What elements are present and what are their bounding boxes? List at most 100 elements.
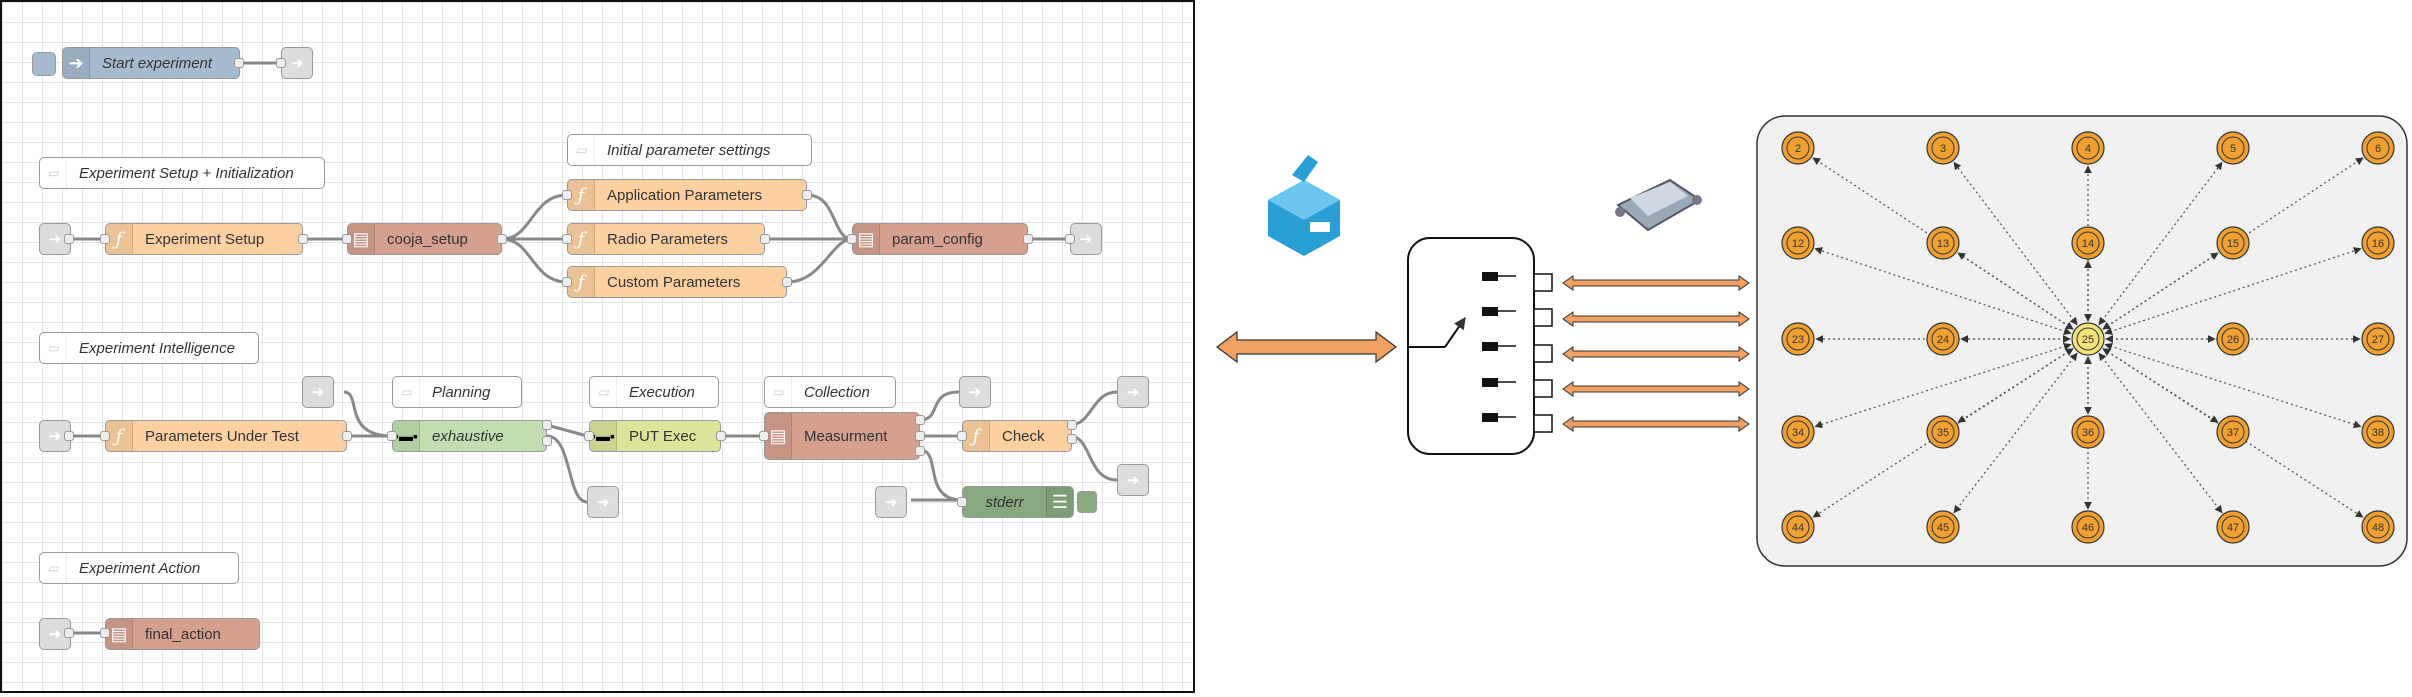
sensor-node-label: 4 — [2085, 143, 2091, 155]
output-port — [782, 277, 792, 287]
sensor-node-36[interactable]: 36 — [2071, 415, 2105, 449]
sensor-node-5[interactable]: 5 — [2216, 131, 2250, 165]
comment-execution[interactable]: ▭ Execution — [589, 376, 719, 408]
exhaustive-label: exhaustive — [432, 427, 504, 445]
comment-intelligence[interactable]: ▭ Experiment Intelligence — [39, 332, 259, 364]
final-action-node[interactable]: ▤ final_action — [105, 618, 260, 650]
comment-initial-params[interactable]: ▭ Initial parameter settings — [567, 134, 812, 166]
comment-icon: ▭ — [40, 333, 67, 363]
comment-action[interactable]: ▭ Experiment Action — [39, 552, 239, 584]
sensor-node-14[interactable]: 14 — [2071, 226, 2105, 260]
sensor-node-45[interactable]: 45 — [1926, 510, 1960, 544]
sensor-node-47[interactable]: 47 — [2216, 510, 2250, 544]
function-icon: ƒ — [963, 421, 990, 451]
sensor-node-24[interactable]: 24 — [1926, 322, 1960, 356]
put-exec-node[interactable]: ▪▬▪ PUT Exec — [589, 420, 721, 452]
template-icon: ▤ — [348, 224, 375, 254]
function-icon: ƒ — [568, 224, 595, 254]
sensor-node-4[interactable]: 4 — [2071, 131, 2105, 165]
measurment-node[interactable]: ▤ Measurment — [764, 412, 920, 460]
parameters-under-test-node[interactable]: ƒ Parameters Under Test — [105, 420, 347, 452]
sensor-node-27[interactable]: 27 — [2361, 322, 2395, 356]
link-out-icon[interactable]: ➔ — [959, 376, 991, 408]
sensor-node-46[interactable]: 46 — [2071, 510, 2105, 544]
function-icon: ƒ — [568, 180, 595, 210]
input-port — [562, 277, 572, 287]
exhaustive-node[interactable]: ▪▬▪ exhaustive — [392, 420, 547, 452]
input-port — [100, 628, 110, 638]
radio-parameters-node[interactable]: ƒ Radio Parameters — [567, 223, 765, 255]
cooja-setup-node[interactable]: ▤ cooja_setup — [347, 223, 502, 255]
template-icon: ▤ — [853, 224, 880, 254]
sensor-node-35[interactable]: 35 — [1926, 415, 1960, 449]
sensor-node-38[interactable]: 38 — [2361, 415, 2395, 449]
stderr-label: stderr — [985, 493, 1024, 511]
comment-setup[interactable]: ▭ Experiment Setup + Initialization — [39, 157, 325, 189]
output-port — [497, 234, 507, 244]
sensor-node-3[interactable]: 3 — [1926, 131, 1960, 165]
link-in-icon[interactable]: ➔ — [302, 376, 334, 408]
link-out-icon[interactable]: ➔ — [281, 47, 313, 79]
comment-icon: ▭ — [393, 377, 420, 407]
input-port — [342, 234, 352, 244]
output-port — [915, 446, 925, 456]
application-parameters-label: Application Parameters — [607, 186, 763, 204]
flow-editor-canvas[interactable]: ➔ Start experiment ➔ ▭ Experiment Setup … — [0, 0, 1195, 693]
link-in-icon[interactable]: ➔ — [875, 486, 907, 518]
sensor-node-26[interactable]: 26 — [2216, 322, 2250, 356]
sensor-node-2[interactable]: 2 — [1781, 131, 1815, 165]
sensor-node-16[interactable]: 16 — [2361, 226, 2395, 260]
sensor-node-37[interactable]: 37 — [2216, 415, 2250, 449]
sensor-node-label: 25 — [2082, 334, 2094, 346]
sensor-node-12[interactable]: 12 — [1781, 226, 1815, 260]
sensor-node-15[interactable]: 15 — [2216, 226, 2250, 260]
comment-action-label: Experiment Action — [79, 559, 201, 577]
cooja-setup-label: cooja_setup — [387, 230, 468, 248]
sensor-node-6[interactable]: 6 — [2361, 131, 2395, 165]
input-port — [387, 431, 397, 441]
debug-toggle-button[interactable] — [1077, 491, 1097, 513]
start-experiment-node[interactable]: ➔ Start experiment — [62, 47, 240, 79]
sensor-node-34[interactable]: 34 — [1781, 415, 1815, 449]
input-port — [1065, 234, 1075, 244]
sensor-node-label: 13 — [1937, 238, 1949, 250]
link-out-icon[interactable]: ➔ — [1117, 376, 1149, 408]
output-port — [915, 415, 925, 425]
debug-list-icon: ☰ — [1046, 487, 1073, 517]
sensor-node-44[interactable]: 44 — [1781, 510, 1815, 544]
check-label: Check — [1002, 427, 1045, 445]
stderr-debug-node[interactable]: stderr ☰ — [962, 486, 1074, 518]
experiment-setup-node[interactable]: ƒ Experiment Setup — [105, 223, 303, 255]
sensor-node-13[interactable]: 13 — [1926, 226, 1960, 260]
link-out-icon[interactable]: ➔ — [587, 486, 619, 518]
input-port — [100, 234, 110, 244]
experiment-setup-label: Experiment Setup — [145, 230, 265, 248]
application-parameters-node[interactable]: ƒ Application Parameters — [567, 179, 807, 211]
output-port — [760, 234, 770, 244]
check-node[interactable]: ƒ Check — [962, 420, 1072, 452]
output-port — [1067, 434, 1077, 444]
sensor-node-label: 14 — [2082, 238, 2094, 250]
comment-icon: ▭ — [590, 377, 617, 407]
inject-button[interactable] — [32, 52, 56, 76]
sensor-node-label: 34 — [1792, 427, 1804, 439]
sensor-node-48[interactable]: 48 — [2361, 510, 2395, 544]
subflow-icon: ▪▬▪ — [590, 421, 617, 451]
sensor-node-label: 47 — [2227, 522, 2239, 534]
comment-collection[interactable]: ▭ Collection — [764, 376, 896, 408]
output-port — [1023, 234, 1033, 244]
param-config-node[interactable]: ▤ param_config — [852, 223, 1028, 255]
comment-planning[interactable]: ▭ Planning — [392, 376, 522, 408]
input-port — [584, 431, 594, 441]
sensor-node-label: 44 — [1792, 522, 1804, 534]
sensor-node-25[interactable]: 25 — [2071, 322, 2105, 356]
param-config-label: param_config — [892, 230, 983, 248]
comment-icon: ▭ — [765, 377, 792, 407]
sensor-node-label: 46 — [2082, 522, 2094, 534]
output-port — [234, 58, 244, 68]
output-port — [542, 420, 552, 430]
sensor-node-23[interactable]: 23 — [1781, 322, 1815, 356]
link-out-icon[interactable]: ➔ — [1117, 464, 1149, 496]
custom-parameters-node[interactable]: ƒ Custom Parameters — [567, 266, 787, 298]
final-action-label: final_action — [145, 625, 221, 643]
